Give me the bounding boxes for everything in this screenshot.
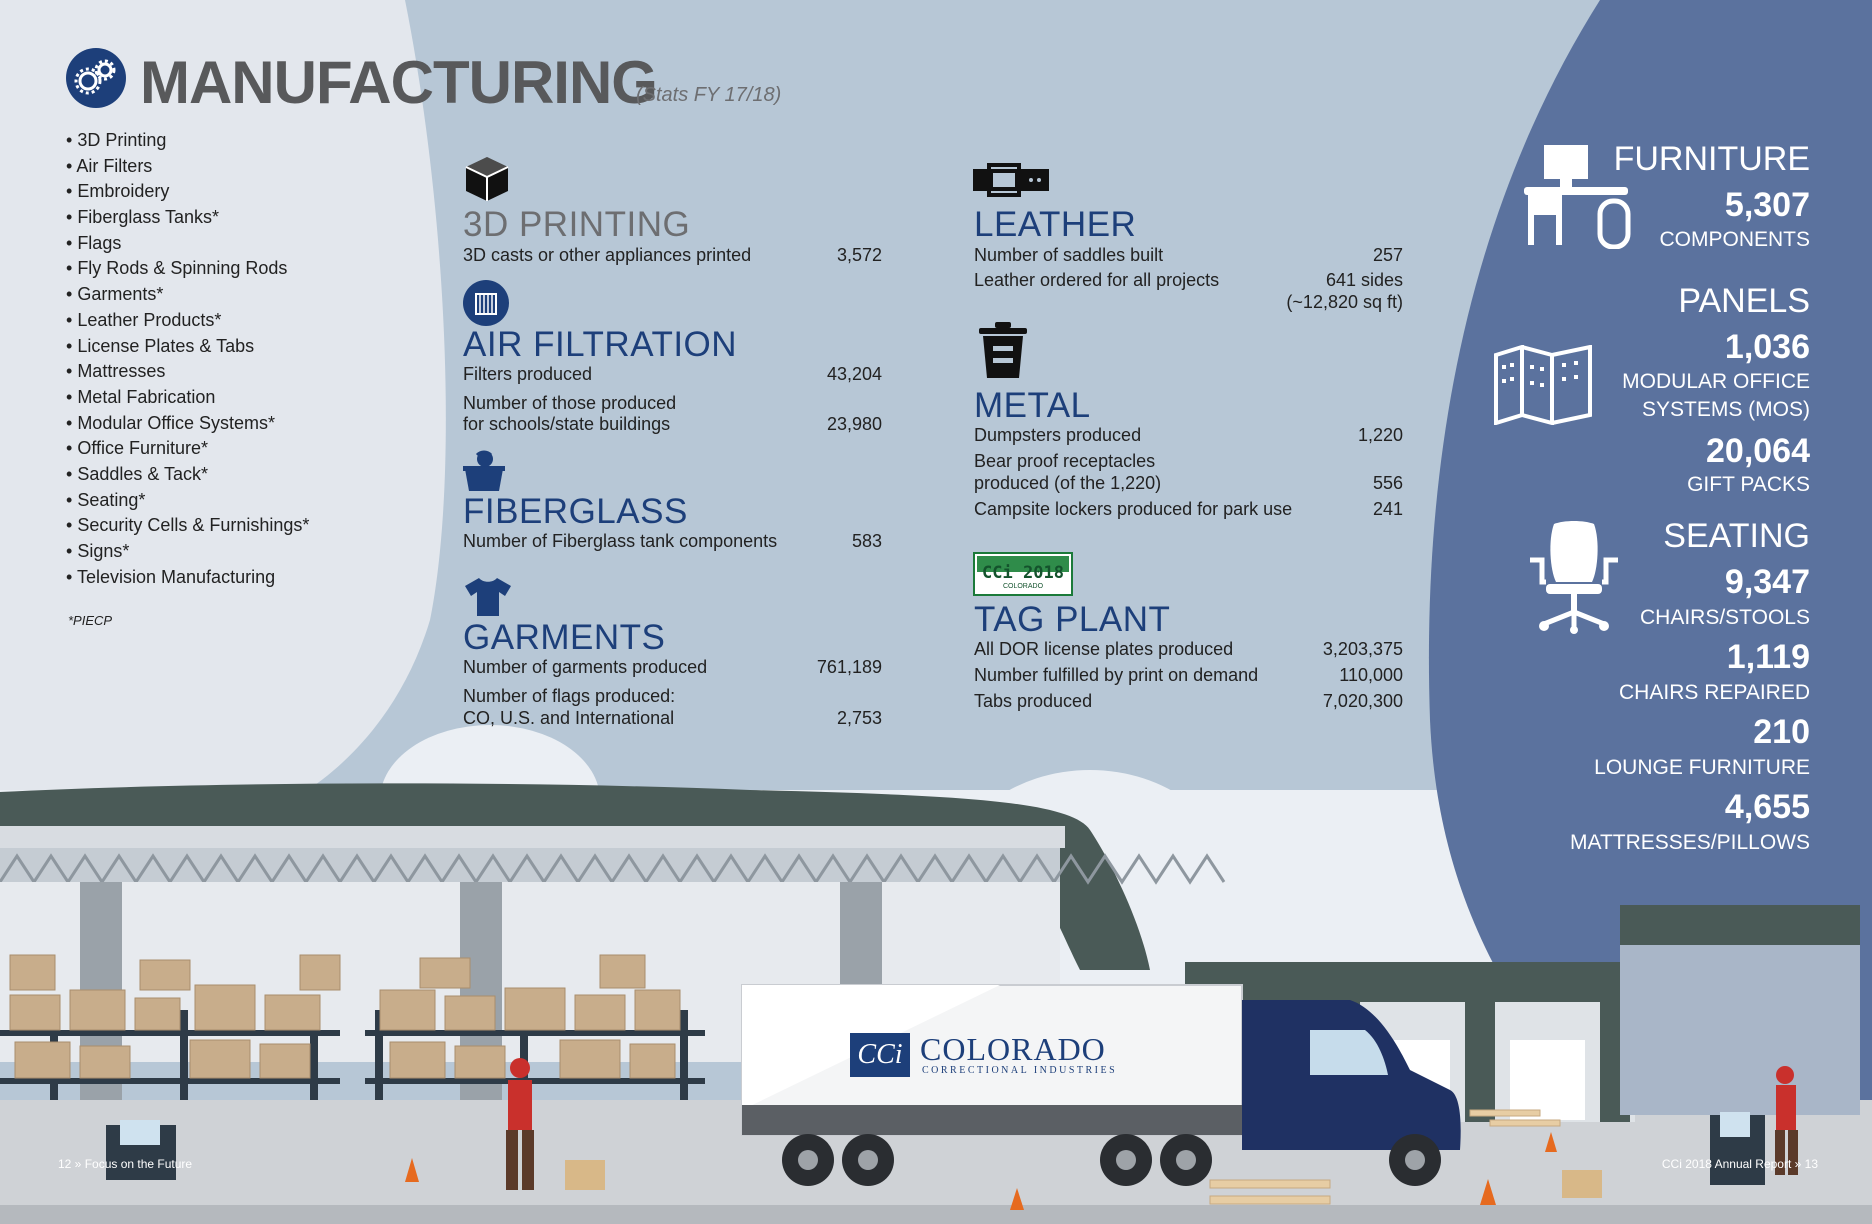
stat-label: Filters produced [463, 364, 593, 384]
stat-value: 7,020,300 [1322, 691, 1403, 711]
stat-label: Bear proof receptacles [974, 451, 1156, 471]
list-item: Flags [66, 231, 309, 257]
list-item: Metal Fabrication [66, 385, 309, 411]
list-item: Air Filters [66, 154, 309, 180]
stat-value: 3,203,375 [1322, 639, 1403, 659]
stat-label: Dumpsters produced [974, 425, 1142, 445]
stat-label: Number of garments produced [463, 657, 708, 677]
stat-value: 110,000 [1339, 665, 1403, 685]
product-list: 3D Printing Air Filters Embroidery Fiber… [66, 128, 309, 590]
gears-icon [66, 48, 126, 108]
stat-value: 9,347 [1724, 563, 1810, 601]
stat-value: 5,307 [1724, 186, 1810, 224]
stat-label: 3D casts or other appliances printed [463, 245, 752, 265]
dumpster-icon [979, 322, 1027, 378]
stat-label: Leather ordered for all projects [974, 270, 1220, 290]
stat-value: 1,036 [1724, 328, 1810, 366]
list-item: Seating* [66, 488, 309, 514]
list-item: Fiberglass Tanks* [66, 205, 309, 231]
air-filter-icon [463, 280, 509, 326]
section-title-tag-plant: TAG PLANT [974, 600, 1171, 639]
stat-value: 257 [1372, 245, 1403, 265]
list-item: 3D Printing [66, 128, 309, 154]
stat-label: Number of Fiberglass tank components [463, 531, 778, 551]
tank-icon [463, 450, 505, 491]
stat-label: Number of saddles built [974, 245, 1164, 265]
license-plate-icon: CCi 2018 COLORADO [973, 552, 1073, 596]
stat-value: 20,064 [1706, 432, 1810, 470]
stat-label: MODULAR OFFICE [1622, 370, 1810, 393]
stat-label: CO, U.S. and International [463, 708, 675, 728]
truck-logo: CCi COLORADO CORRECTIONAL INDUSTRIES [850, 1031, 1120, 1077]
stat-label: GIFT PACKS [1687, 473, 1810, 496]
list-item: License Plates & Tabs [66, 334, 309, 360]
stat-label: SYSTEMS (MOS) [1641, 398, 1810, 421]
list-item: Leather Products* [66, 308, 309, 334]
list-item: Saddles & Tack* [66, 462, 309, 488]
stat-label: for schools/state buildings [463, 414, 671, 434]
stat-value: 641 sides [1325, 270, 1403, 290]
stat-value-detail: (~12,820 sq ft) [1286, 292, 1403, 312]
stat-value: 43,204 [826, 364, 882, 384]
stat-value: 4,655 [1724, 788, 1810, 826]
list-item: Mattresses [66, 359, 309, 385]
belt-icon [973, 163, 1049, 197]
stat-value: 556 [1372, 473, 1403, 493]
list-item: Office Furniture* [66, 436, 309, 462]
office-panels-icon [1494, 345, 1592, 425]
list-item: Television Manufacturing [66, 565, 309, 591]
stat-value: 1,220 [1357, 425, 1403, 445]
stat-label: Campsite lockers produced for park use [974, 499, 1293, 519]
stat-label: CHAIRS REPAIRED [1619, 681, 1810, 704]
stat-value: 761,189 [816, 657, 882, 677]
stat-label: Number of flags produced: [463, 686, 676, 706]
piecp-note: *PIECP [68, 613, 113, 628]
stat-label: Tabs produced [974, 691, 1093, 711]
plate-text: CCi 2018 [982, 563, 1064, 583]
section-title-garments: GARMENTS [463, 618, 666, 657]
stat-value: 1,119 [1726, 638, 1810, 676]
stat-value: 3,572 [836, 245, 882, 265]
truck-brand-name: COLORADO [920, 1031, 1106, 1067]
stat-label: All DOR license plates produced [974, 639, 1234, 659]
panels-heading: PANELS [1678, 282, 1810, 320]
office-chair-icon [1530, 521, 1618, 634]
t-shirt-icon [465, 578, 511, 616]
section-title-metal: METAL [974, 386, 1091, 425]
stat-label: COMPONENTS [1659, 228, 1810, 251]
stat-value: 2,753 [836, 708, 882, 728]
page-title: MANUFACTURING [140, 49, 658, 116]
cci-logo-mark: CCi [850, 1033, 910, 1077]
list-item: Security Cells & Furnishings* [66, 513, 309, 539]
desk-icon [1524, 145, 1631, 249]
stat-label: Number of those produced [463, 393, 677, 413]
stat-value: 583 [851, 531, 882, 551]
list-item: Signs* [66, 539, 309, 565]
stat-label: Number fulfilled by print on demand [974, 665, 1259, 685]
stat-label: LOUNGE FURNITURE [1594, 756, 1810, 779]
cube-icon [465, 157, 509, 201]
list-item: Fly Rods & Spinning Rods [66, 256, 309, 282]
list-item: Modular Office Systems* [66, 411, 309, 437]
section-title-fiberglass: FIBERGLASS [463, 492, 688, 531]
plate-state: COLORADO [1002, 583, 1044, 590]
section-title-3d-printing: 3D PRINTING [463, 205, 691, 244]
furniture-heading: FURNITURE [1613, 140, 1810, 178]
footer-left: 12 » Focus on the Future [58, 1157, 193, 1171]
section-title-leather: LEATHER [974, 205, 1137, 244]
stat-value: 210 [1753, 713, 1810, 751]
stat-value: 23,980 [826, 414, 882, 434]
list-item: Garments* [66, 282, 309, 308]
stat-value: 241 [1372, 499, 1403, 519]
list-item: Embroidery [66, 179, 309, 205]
section-title-air-filtration: AIR FILTRATION [463, 325, 738, 364]
stat-label: produced (of the 1,220) [974, 473, 1162, 493]
seating-heading: SEATING [1663, 517, 1810, 555]
page-subtitle: (Stats FY 17/18) [636, 84, 782, 106]
footer-right: CCi 2018 Annual Report » 13 [1661, 1157, 1818, 1171]
truck-brand-sub: CORRECTIONAL INDUSTRIES [922, 1065, 1118, 1076]
stat-label: CHAIRS/STOOLS [1640, 606, 1810, 629]
stat-label: MATTRESSES/PILLOWS [1570, 831, 1810, 854]
